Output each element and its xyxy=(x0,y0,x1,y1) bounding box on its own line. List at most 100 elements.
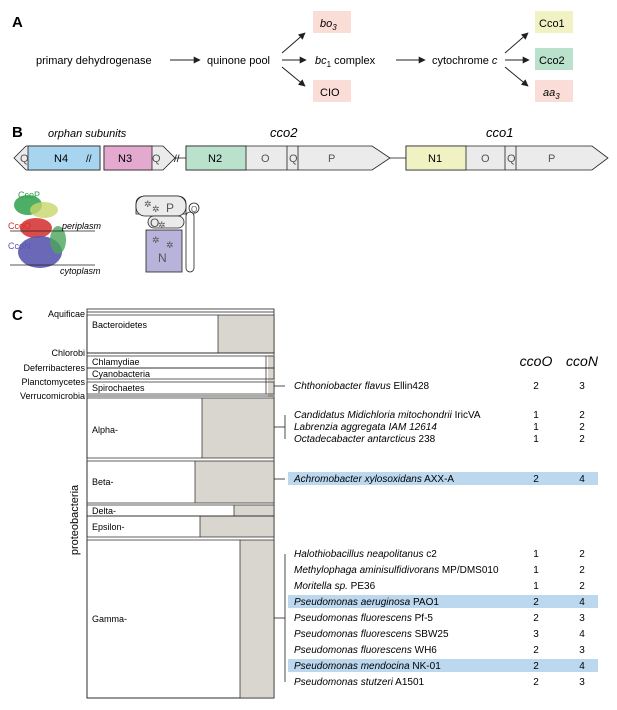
cco2-gene-label: cco2 xyxy=(270,125,298,140)
phylum-planctomycetes: Planctomycetes xyxy=(21,377,85,387)
species-name: Pseudomonas fluorescens WH6 xyxy=(294,645,437,656)
table-row: Candidatus Midichloria mitochondrii Iric… xyxy=(294,410,585,421)
table-row: Pseudomonas fluorescens SBW25 3 4 xyxy=(294,629,585,640)
ccon-count: 4 xyxy=(579,474,585,485)
cytoplasm-label: cytoplasm xyxy=(60,266,101,276)
phylum-bacteroidetes: Bacteroidetes xyxy=(92,320,148,330)
proteobacteria-label: proteobacteria xyxy=(69,484,81,555)
protein-structure: CcoP CcoO CcoN periplasm cytoplasm xyxy=(8,190,102,276)
ccon-label: CcoN xyxy=(8,241,31,251)
species-name: Pseudomonas fluorescens SBW25 xyxy=(294,629,449,640)
class-gamma: Gamma- xyxy=(92,614,127,624)
table-row: Pseudomonas fluorescens Pf-5 2 3 xyxy=(294,613,585,624)
ccoo-count: 2 xyxy=(533,677,539,688)
ccon-count: 3 xyxy=(579,645,585,656)
break-mark-2: // xyxy=(174,154,180,165)
break-mark-1: // xyxy=(86,154,92,165)
gene-n2-label: N2 xyxy=(208,153,222,165)
gene-o-label-2: O xyxy=(261,153,270,165)
gene-q-label-4: Q xyxy=(507,153,516,165)
svg-text:✲: ✲ xyxy=(166,240,174,250)
orphan-subunits-label: orphan subunits xyxy=(48,128,127,140)
species-name: Moritella sp. PE36 xyxy=(294,581,376,592)
svg-text:✲: ✲ xyxy=(144,199,152,209)
svg-text:✲: ✲ xyxy=(152,235,160,245)
ccoo-count: 1 xyxy=(533,434,539,445)
gene-n3-box xyxy=(103,145,153,171)
class-alpha: Alpha- xyxy=(92,425,118,435)
phylum-chlorobi: Chlorobi xyxy=(51,348,85,358)
cio-label: CIO xyxy=(320,87,340,99)
ccoo-count: 3 xyxy=(533,629,539,640)
gene-q-label-3: Q xyxy=(289,153,298,165)
table-row: Moritella sp. PE36 1 2 xyxy=(294,581,585,592)
bo3-label: bo3 xyxy=(320,18,337,32)
gene-p-label-1: P xyxy=(548,153,555,165)
ccon-count: 4 xyxy=(579,597,585,608)
panel-b: B orphan subunits cco2 cco1 // // Q Q O xyxy=(8,124,609,276)
ccon-count: 4 xyxy=(579,661,585,672)
table-row: Pseudomonas aeruginosa PAO1 2 4 xyxy=(288,595,598,608)
ccoo-count: 1 xyxy=(533,422,539,433)
phylum-cyanobacteria: Cyanobacteria xyxy=(92,369,150,379)
ccoo-count: 1 xyxy=(533,581,539,592)
gene-n4-box xyxy=(27,145,101,171)
table-row: Octadecabacter antarcticus 238 1 2 xyxy=(294,434,585,445)
aa3-box xyxy=(535,80,573,102)
ccoo-count: 2 xyxy=(533,661,539,672)
aa3-label: aa3 xyxy=(543,87,560,101)
ccon-count: 4 xyxy=(579,629,585,640)
cco1-label: Cco1 xyxy=(539,18,565,30)
ccoo-count: 2 xyxy=(533,474,539,485)
ccon-count: 2 xyxy=(579,581,585,592)
panel-c: C xyxy=(12,307,599,699)
gene-p-label-2: P xyxy=(328,153,335,165)
gene-n2-box xyxy=(185,145,247,171)
species-name: Chthoniobacter flavus Ellin428 xyxy=(294,381,430,392)
bc1-complex-label: bc1 complex xyxy=(315,55,376,69)
cio-box xyxy=(313,80,351,102)
class-delta: Delta- xyxy=(92,506,116,516)
row-highlight xyxy=(288,472,598,485)
ccoo-count: 2 xyxy=(533,613,539,624)
schematic-p-label: P xyxy=(166,201,174,215)
ccon-count: 2 xyxy=(579,422,585,433)
ccoo-label: CcoO xyxy=(8,221,31,231)
ccop-label: CcoP xyxy=(18,190,40,200)
phylum-deferribacteres: Deferribacteres xyxy=(23,363,85,373)
ccon-count: 2 xyxy=(579,434,585,445)
ccon-count: 3 xyxy=(579,613,585,624)
class-epsilon: Epsilon- xyxy=(92,522,125,532)
species-name: Octadecabacter antarcticus 238 xyxy=(294,434,436,445)
table-row: Methylophaga aminisulfidivorans MP/DMS01… xyxy=(294,565,585,576)
ccon-count: 2 xyxy=(579,565,585,576)
cco1-gene-label: cco1 xyxy=(486,125,513,140)
cco2-label: Cco2 xyxy=(539,55,565,67)
arrow-cyt-to-aa3 xyxy=(504,66,529,87)
gene-q-label-2: Q xyxy=(152,153,161,165)
species-name: Candidatus Midichloria mitochondrii Iric… xyxy=(294,410,481,421)
gene-n4-label: N4 xyxy=(54,153,68,165)
ccon-count: 3 xyxy=(579,381,585,392)
col-header-ccoo: ccoO xyxy=(520,353,553,369)
svg-text:✲: ✲ xyxy=(158,220,166,230)
phylum-chlamydiae: Chlamydiae xyxy=(92,357,140,367)
arrow-quinone-to-cio xyxy=(281,66,306,87)
panel-a: A primary dehydrogenase quinone pool bo3… xyxy=(12,11,573,102)
species-name: Pseudomonas aeruginosa PAO1 xyxy=(294,597,439,608)
periplasm-label: periplasm xyxy=(61,221,102,231)
ccoo-count: 2 xyxy=(533,597,539,608)
gene-n1-label: N1 xyxy=(428,153,442,165)
ccon-count: 3 xyxy=(579,677,585,688)
ccon-count: 2 xyxy=(579,549,585,560)
primary-dehydrogenase-label: primary dehydrogenase xyxy=(36,55,152,67)
phylum-spirochaetes: Spirochaetes xyxy=(92,383,145,393)
species-name: Methylophaga aminisulfidivorans MP/DMS01… xyxy=(294,565,499,576)
cytochrome-c-label: cytochrome c xyxy=(432,55,498,67)
species-name: Pseudomonas fluorescens Pf-5 xyxy=(294,613,433,624)
